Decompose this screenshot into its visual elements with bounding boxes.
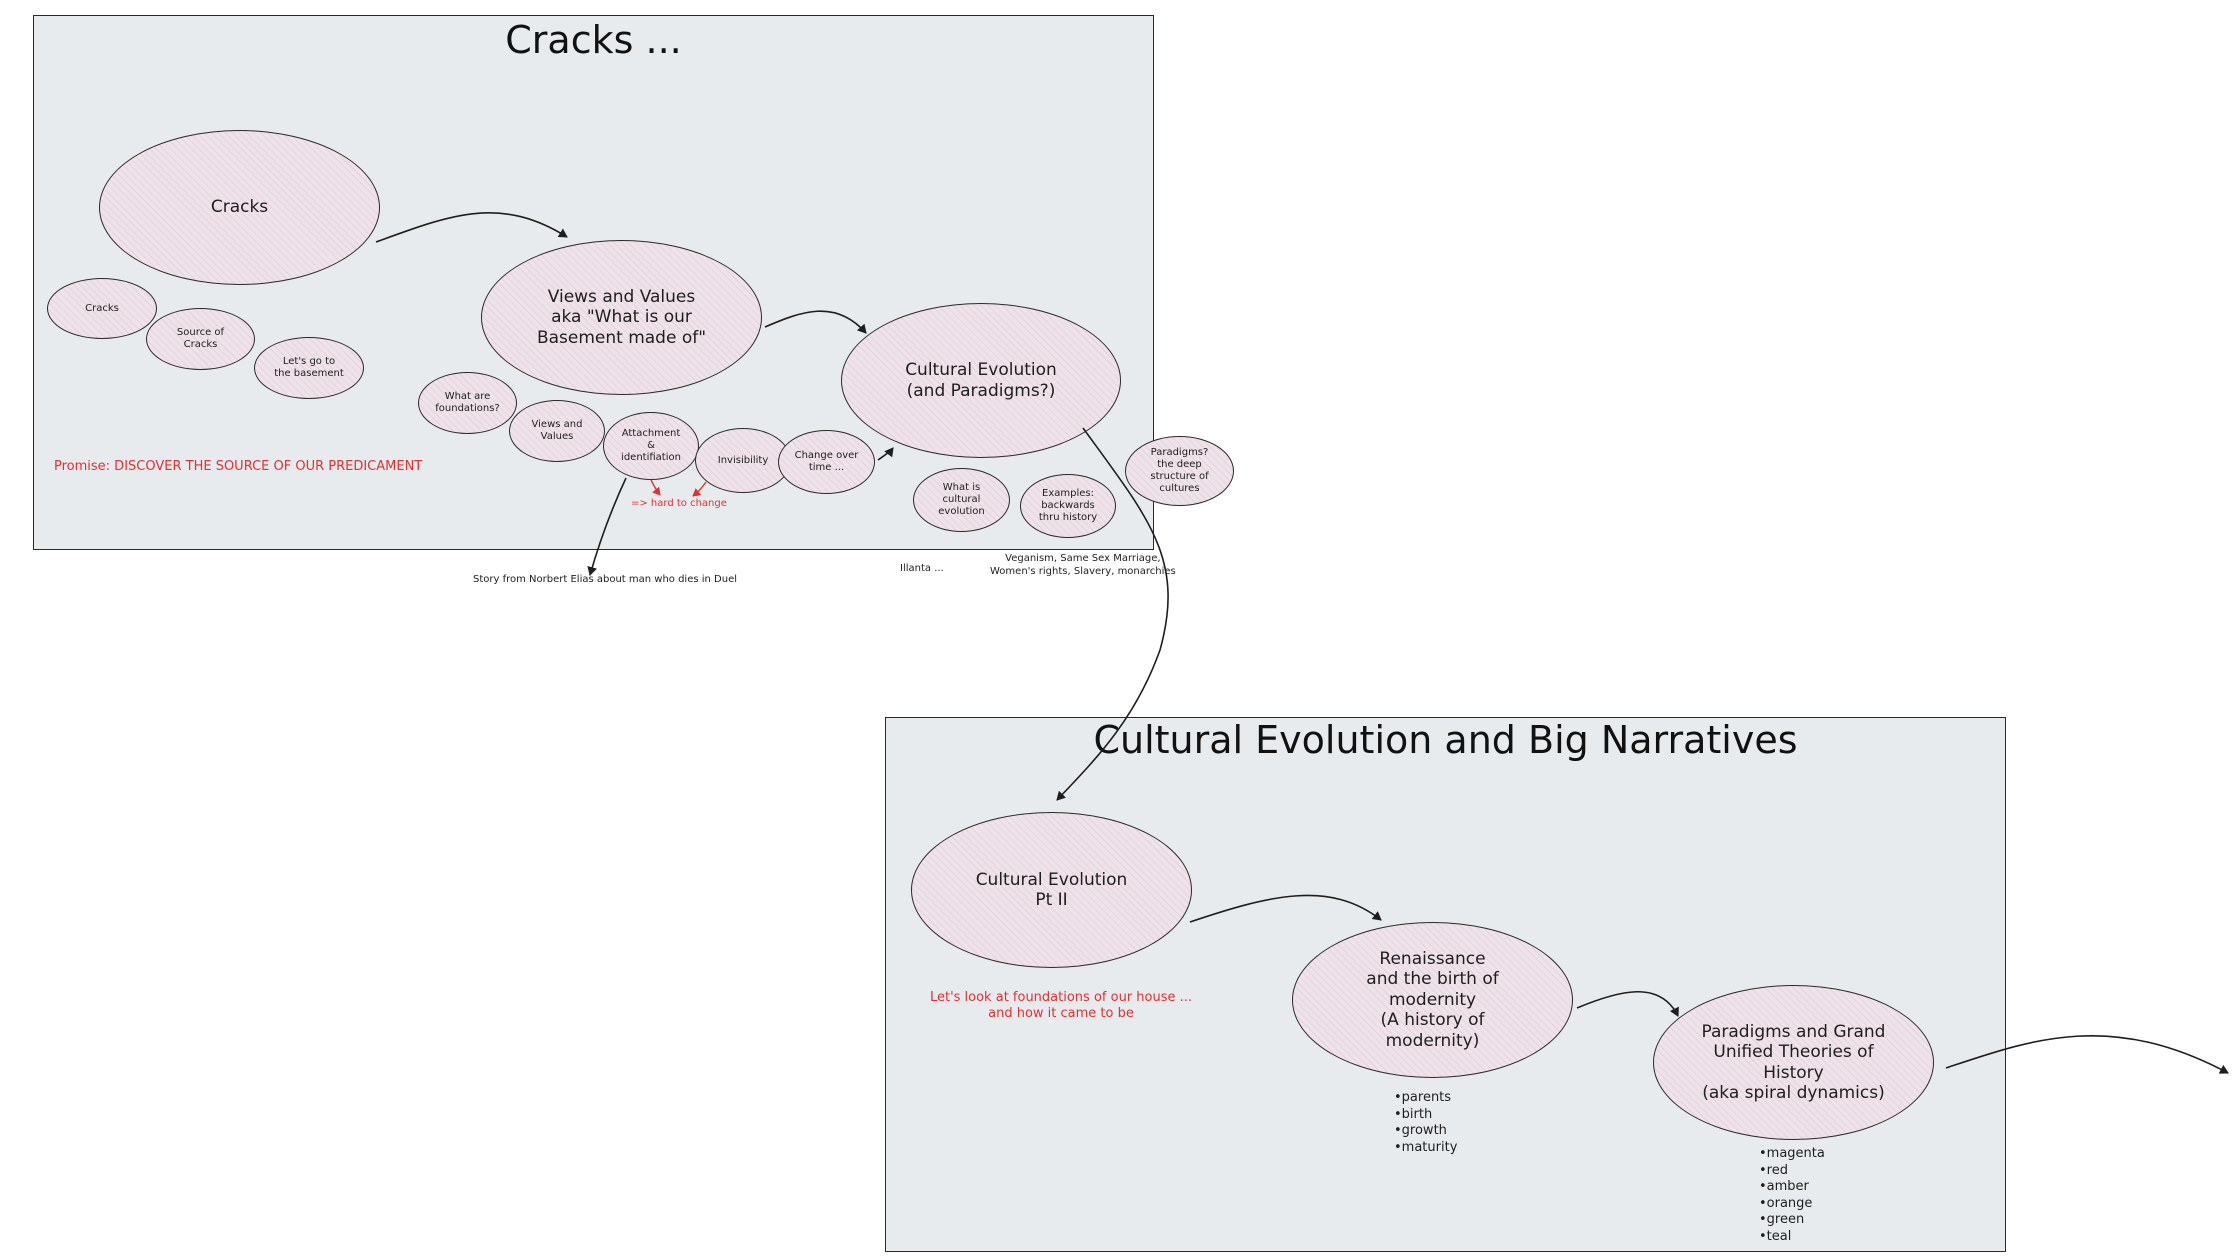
node-paradigms-deep-structure-label: Paradigms? the deep structure of culture… [1150,447,1209,494]
node-examples[interactable]: Examples: backwards thru history [1020,474,1116,538]
list-item: growth [1394,1123,1457,1140]
node-views-and-values-small-label: Views and Values [531,419,583,442]
frame-title-big-narratives: Cultural Evolution and Big Narratives [1093,718,1798,762]
illanta-note: Illanta ... [900,563,944,574]
node-attachment[interactable]: Attachment & identifiation [603,412,699,480]
node-what-are-foundations-label: What are foundations? [435,391,500,414]
paradigms-list: magenta red amber orange green teal [1759,1146,1825,1245]
node-paradigms-deep-structure[interactable]: Paradigms? the deep structure of culture… [1125,436,1234,506]
examples-note: Veganism, Same Sex Marriage, Women's rig… [990,553,1176,577]
list-item: maturity [1394,1140,1458,1157]
list-item: magenta [1759,1146,1825,1163]
node-invisibility[interactable]: Invisibility [695,428,791,493]
node-attachment-label: Attachment & identifiation [621,428,681,463]
node-change-over-time-label: Change over time ... [794,450,859,473]
list-item: birth [1394,1107,1457,1124]
list-item: orange [1759,1196,1825,1213]
node-lets-go-basement-label: Let's go to the basement [274,356,344,379]
node-cracks-small[interactable]: Cracks [47,278,157,339]
list-item: teal [1759,1229,1825,1246]
promise-note: Promise: DISCOVER THE SOURCE OF OUR PRED… [54,459,423,474]
node-what-is-cultural-evolution[interactable]: What is cultural evolution [913,468,1010,532]
node-cultural-evolution[interactable]: Cultural Evolution (and Paradigms?) [841,303,1121,458]
node-views-and-values[interactable]: Views and Values aka "What is our Baseme… [481,240,762,395]
list-item: amber [1759,1179,1825,1196]
node-source-of-cracks[interactable]: Source of Cracks [146,308,255,370]
hard-to-change-note: => hard to change [631,498,727,509]
node-what-are-foundations[interactable]: What are foundations? [418,372,517,434]
node-what-is-cultural-evolution-label: What is cultural evolution [938,482,985,517]
node-cultural-evolution-label: Cultural Evolution (and Paradigms?) [905,360,1057,401]
node-invisibility-label: Invisibility [717,454,769,466]
node-examples-label: Examples: backwards thru history [1038,488,1098,523]
node-cracks-label: Cracks [210,197,269,218]
node-paradigms-grand-theories[interactable]: Paradigms and Grand Unified Theories of … [1653,985,1934,1140]
frame-title-cracks: Cracks ... [505,18,682,62]
node-lets-go-basement[interactable]: Let's go to the basement [254,337,364,399]
list-item: parents [1394,1090,1457,1107]
foundations-note: Let's look at foundations of our house .… [929,990,1193,1022]
node-cracks[interactable]: Cracks [99,130,380,285]
node-renaissance[interactable]: Renaissance and the birth of modernity (… [1292,922,1573,1078]
node-views-and-values-small[interactable]: Views and Values [509,400,605,462]
node-cracks-small-label: Cracks [85,302,119,314]
node-source-of-cracks-label: Source of Cracks [176,327,225,350]
node-views-and-values-label: Views and Values aka "What is our Baseme… [536,286,707,348]
node-change-over-time[interactable]: Change over time ... [778,430,875,494]
node-renaissance-label: Renaissance and the birth of modernity (… [1366,949,1499,1051]
node-cultural-evolution-pt2[interactable]: Cultural Evolution Pt II [911,812,1192,968]
list-item: red [1759,1163,1825,1180]
list-item: green [1759,1212,1825,1229]
renaissance-list: parents birth growth maturity [1394,1090,1458,1157]
node-paradigms-grand-theories-label: Paradigms and Grand Unified Theories of … [1701,1021,1886,1103]
node-cultural-evolution-pt2-label: Cultural Evolution Pt II [975,869,1128,910]
story-note: Story from Norbert Elias about man who d… [473,574,738,585]
